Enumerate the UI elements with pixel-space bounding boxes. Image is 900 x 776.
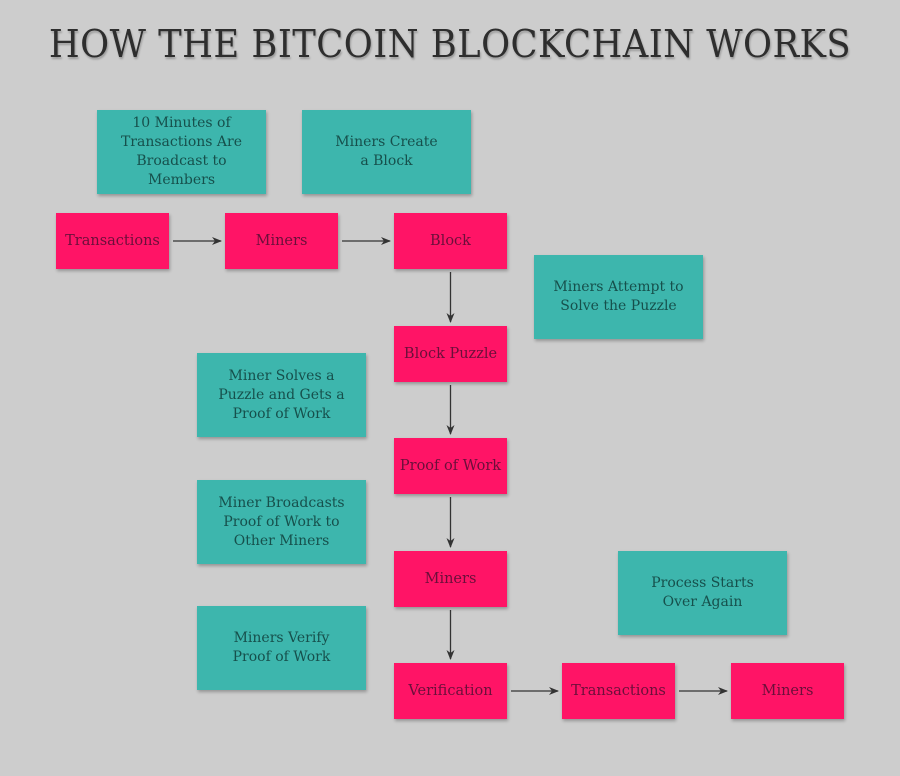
step-miners: Miners <box>225 213 338 269</box>
note-miner-solves-puzzle: Miner Solves a Puzzle and Gets a Proof o… <box>197 353 366 437</box>
note-miners-verify-pow: Miners Verify Proof of Work <box>197 606 366 690</box>
step-proof-of-work: Proof of Work <box>394 438 507 494</box>
note-text: Miners Verify Proof of Work <box>232 630 331 665</box>
note-text: Process Starts Over Again <box>651 575 754 610</box>
step-label: Miners <box>255 233 308 249</box>
note-text: Miner Solves a Puzzle and Gets a Proof o… <box>218 367 345 422</box>
step-miners-restart: Miners <box>731 663 844 719</box>
page-title: HOW THE BITCOIN BLOCKCHAIN WORKS <box>48 22 852 66</box>
step-label: Transactions <box>571 683 666 699</box>
step-label: Miners <box>424 571 477 587</box>
step-label: Proof of Work <box>399 458 502 474</box>
note-text: Miners Create a Block <box>335 134 438 169</box>
step-label: Block <box>430 233 471 249</box>
step-verification: Verification <box>394 663 507 719</box>
note-text: Miner Broadcasts Proof of Work to Other … <box>218 494 345 549</box>
step-transactions: Transactions <box>56 213 169 269</box>
note-miner-broadcasts-pow: Miner Broadcasts Proof of Work to Other … <box>197 480 366 564</box>
note-text: Miners Attempt to Solve the Puzzle <box>553 279 684 314</box>
note-text: 10 Minutes of Transactions Are Broadcast… <box>120 115 243 188</box>
step-label: Transactions <box>65 233 160 249</box>
step-transactions-restart: Transactions <box>562 663 675 719</box>
note-broadcast-transactions: 10 Minutes of Transactions Are Broadcast… <box>97 110 266 194</box>
step-block: Block <box>394 213 507 269</box>
step-miners-broadcast: Miners <box>394 551 507 607</box>
step-block-puzzle: Block Puzzle <box>394 326 507 382</box>
note-miners-create-block: Miners Create a Block <box>302 110 471 194</box>
note-miners-attempt-solve: Miners Attempt to Solve the Puzzle <box>534 255 703 339</box>
step-label: Verification <box>408 683 493 699</box>
note-process-starts-over: Process Starts Over Again <box>618 551 787 635</box>
step-label: Miners <box>761 683 814 699</box>
step-label: Block Puzzle <box>403 346 498 362</box>
